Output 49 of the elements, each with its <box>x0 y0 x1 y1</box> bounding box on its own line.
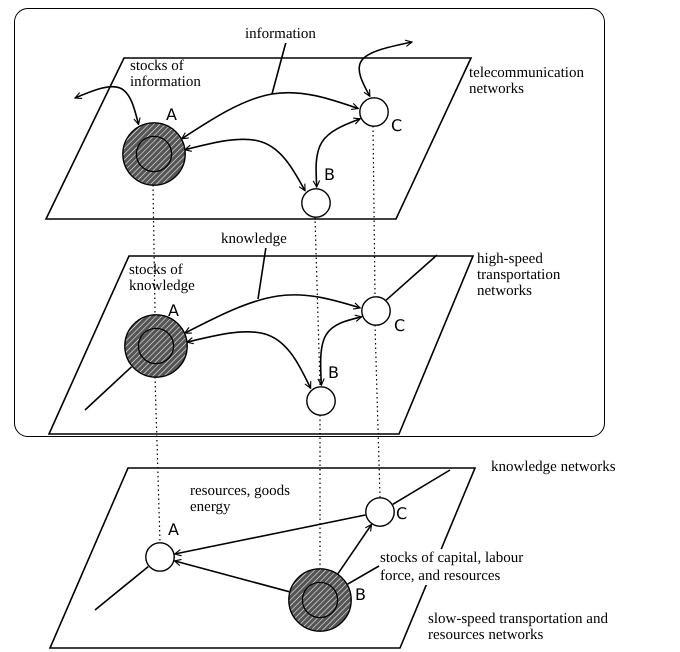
arrow <box>181 92 359 140</box>
arrow <box>317 314 362 386</box>
arrow <box>174 558 290 592</box>
stock-circle <box>124 314 188 378</box>
node-caption: stocks of information <box>130 58 202 90</box>
arrow <box>312 118 361 188</box>
arrow <box>74 86 141 126</box>
network-label: telecommunication networks <box>469 65 585 97</box>
stock-circle <box>288 568 352 632</box>
node-circle <box>306 386 336 416</box>
arrow <box>184 138 306 192</box>
dotted-link <box>152 184 156 314</box>
leader-line <box>257 246 267 300</box>
node-circle <box>301 188 331 218</box>
node-letter: A <box>168 302 179 320</box>
node-circle <box>361 296 391 326</box>
route-line <box>84 366 132 411</box>
dotted-link <box>319 415 321 568</box>
node-circle <box>365 497 395 527</box>
dotted-link <box>314 216 321 386</box>
node-letter: A <box>168 521 179 539</box>
stock-circle <box>122 122 186 186</box>
arrow <box>174 514 366 556</box>
route-line <box>94 566 149 611</box>
node-letter: B <box>324 166 335 184</box>
route-line <box>392 469 450 505</box>
node-letter: C <box>394 317 406 335</box>
arrow <box>358 40 413 97</box>
node-letter: C <box>396 505 408 523</box>
node-letter: B <box>355 586 366 604</box>
arrow <box>337 524 372 574</box>
flow-label: resources, goods energy <box>190 483 291 515</box>
leader-line <box>271 42 287 94</box>
dotted-link <box>374 324 381 498</box>
node-letter: A <box>166 106 177 124</box>
node-letter: C <box>391 117 402 135</box>
arrow <box>184 294 361 334</box>
node-letter: B <box>328 364 339 382</box>
arrow <box>186 331 312 389</box>
network-label: slow-speed transportation and resources networks <box>428 611 608 643</box>
network-label: knowledge networks <box>491 459 616 475</box>
node-circle <box>145 542 175 572</box>
route-line <box>386 254 438 301</box>
node-circle <box>359 97 389 127</box>
node-caption: stocks of knowledge <box>129 262 196 294</box>
dotted-link <box>154 376 161 542</box>
leader-line <box>347 565 380 585</box>
network-label: high-speed transportation networks <box>477 251 562 299</box>
dotted-link <box>372 126 376 295</box>
